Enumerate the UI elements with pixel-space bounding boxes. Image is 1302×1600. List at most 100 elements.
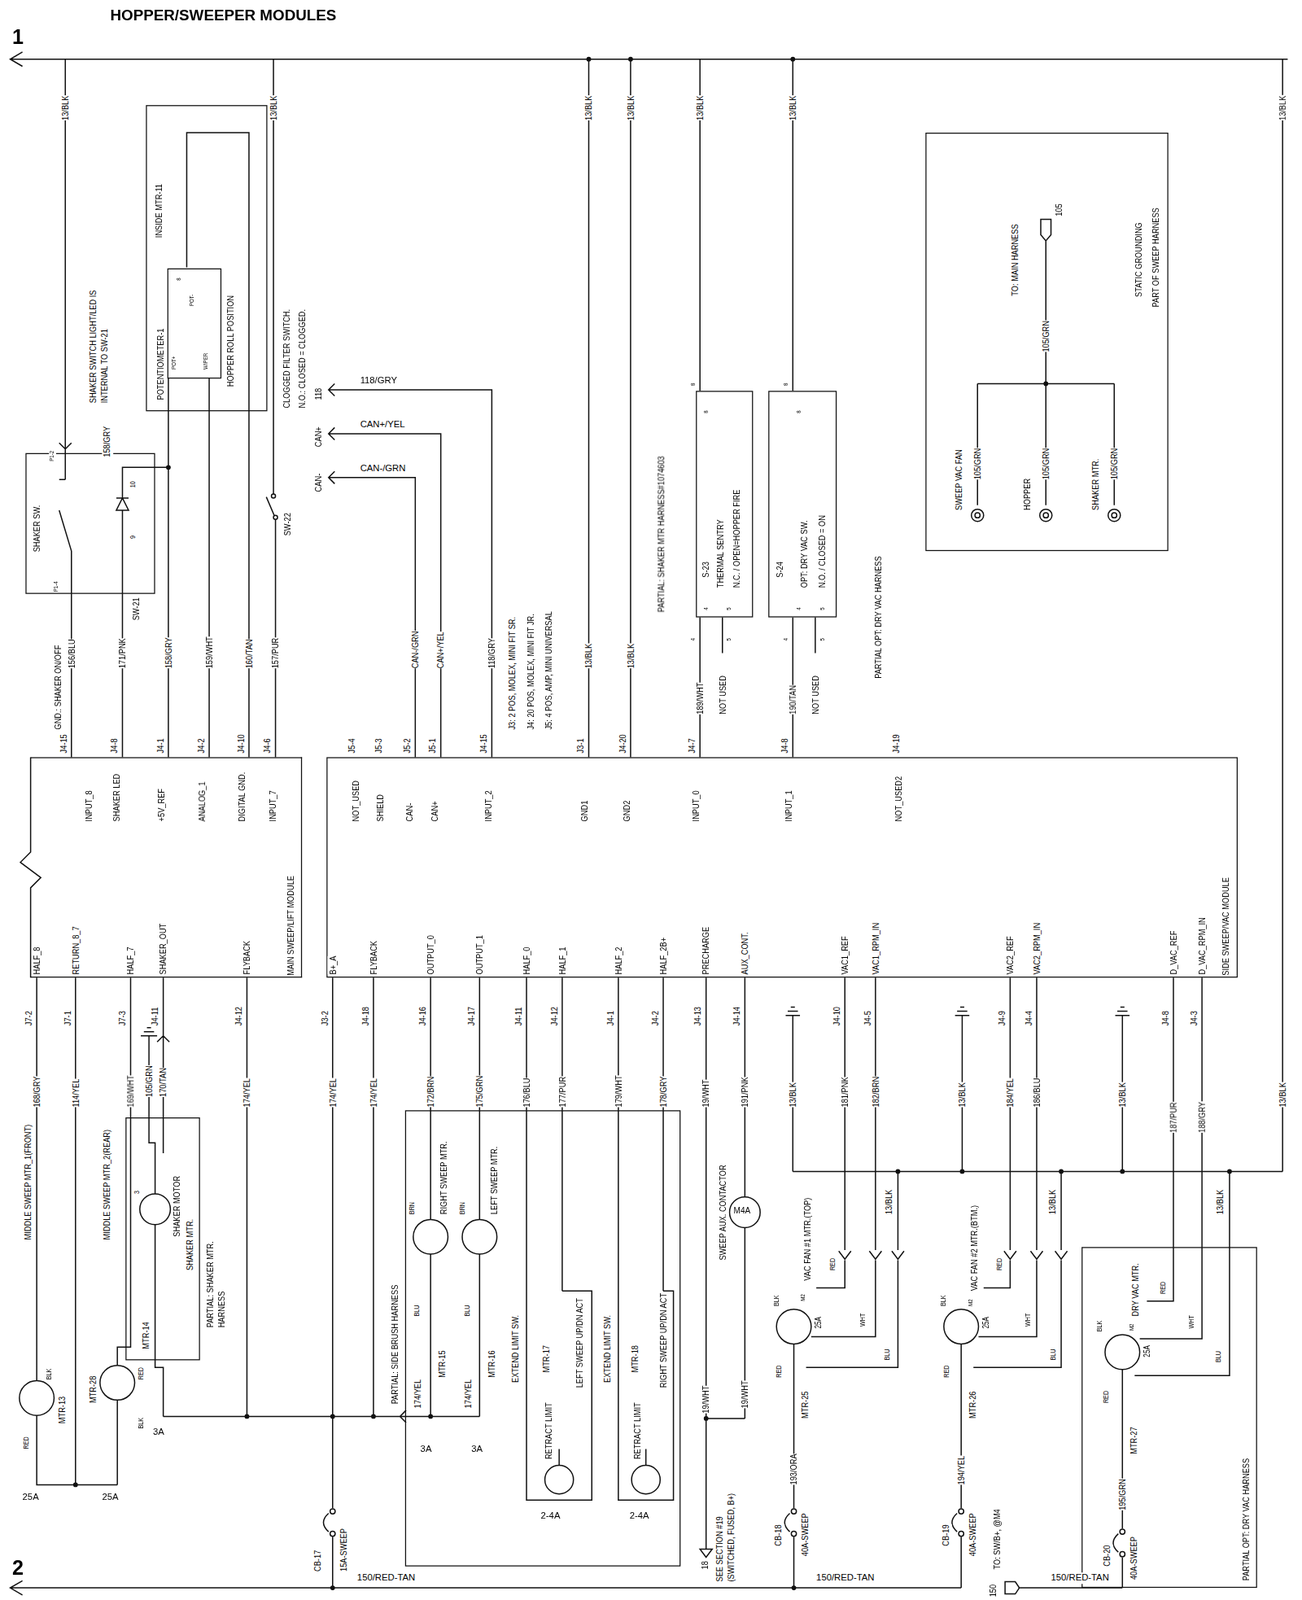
junction-dot [244, 1414, 250, 1420]
schematic-label: MTR-16 [486, 1350, 499, 1377]
wire-label: 187/PUR [1168, 1101, 1180, 1133]
schematic-label: BLU [883, 1348, 893, 1360]
schematic-label: BLU [1048, 1348, 1058, 1360]
junction-dot [586, 56, 592, 62]
schematic-label: J5: 4 POS, AMP, MINI UNIVERSAL [543, 611, 555, 730]
junction-dot [1119, 1169, 1125, 1175]
junction-dots [73, 56, 1233, 1591]
schematic-label: N.O.: CLOSED = CLOGGED. [297, 309, 309, 409]
schematic-label: 4 [795, 607, 804, 610]
schematic-label: 3 [132, 1190, 142, 1194]
schematic-label: 8 [690, 383, 698, 386]
junction-dot [73, 1482, 79, 1488]
breaker-contact [958, 1508, 964, 1514]
node-text: SHAKER SW. [31, 505, 44, 553]
schematic-label: P1-4 [52, 581, 61, 592]
schematic-label: SHAKER_OUT [157, 923, 170, 975]
schematic-label: MTR-25 [799, 1390, 812, 1418]
schematic-label: 160/TAN [244, 638, 256, 669]
schematic-label: DRY VAC MTR. [1130, 1262, 1142, 1316]
schematic-label: BLU [1214, 1350, 1224, 1363]
node-text: PARTIAL: SHAKER MTR. HARNESS [205, 1223, 228, 1329]
schematic-label: RETURN_8_7 [70, 926, 83, 975]
schematic-label: MTR-15 [436, 1350, 449, 1377]
schematic-label: 13/BLK [1214, 1189, 1227, 1215]
schematic-label: RED [1158, 1281, 1168, 1294]
schematic-label: NOT_USED [350, 780, 363, 822]
schematic-label: SWEEP VAC FAN [953, 449, 966, 511]
junction-dot [1043, 381, 1049, 387]
junction-dot [371, 1414, 376, 1420]
schematic-label: 105/GRN [972, 448, 984, 481]
schematic-label: RIGHT SWEEP MTR. [438, 1140, 451, 1215]
schematic-label: BLU [463, 1305, 472, 1317]
schematic-label: 105 [1053, 203, 1066, 216]
schematic-label: INPUT_7 [267, 790, 280, 822]
schematic-label: HALF_2 [613, 947, 625, 975]
breaker-contact [958, 1530, 964, 1536]
schematic-label: EXTEND LIMIT SW. [602, 1315, 614, 1383]
schematic-label: D_VAC_RPM_IN [1197, 917, 1209, 975]
schematic-label: CAN- [313, 473, 325, 493]
motor-symbol [1105, 1334, 1141, 1370]
schematic-label: 40A-SWEEP [1128, 1536, 1141, 1580]
schematic-label: 5 [725, 607, 734, 610]
schematic-label: PARTIAL: SHAKER MTR HARNESS#1074603 [655, 455, 668, 612]
schematic-label: J4-1 [155, 738, 167, 753]
schematic-label: NOT_USED2 [893, 776, 905, 822]
schematic-label: SHIELD [375, 794, 387, 822]
junction-dot [428, 1414, 433, 1420]
schematic-label: OUTPUT_0 [425, 934, 437, 975]
schematic-label: 174/YEL [368, 1078, 381, 1108]
schematic-label: 5 [725, 637, 734, 641]
schematic-label: POT+ [170, 356, 178, 370]
schematic-label: CAN+ [313, 426, 325, 447]
breaker-contact [790, 1508, 796, 1514]
node-text: STATIC GROUNDING [1133, 222, 1145, 298]
schematic-label: J4-12 [549, 1006, 561, 1026]
junction-dot [1058, 1169, 1064, 1175]
schematic-label: 25A [101, 1491, 118, 1503]
junction-dot [895, 1169, 901, 1175]
schematic-label: SHAKER SWITCH LIGHT/LED IS INTERNAL TO S… [87, 283, 110, 403]
schematic-label: J4-8 [779, 738, 791, 753]
schematic-label: 168/GRY [31, 1076, 44, 1108]
motor-symbol [776, 1309, 812, 1345]
schematic-label: MTR-17 [541, 1345, 553, 1372]
schematic-label: VAC2_REF [1004, 935, 1017, 975]
wire-label: 188/GRY [1197, 1101, 1209, 1133]
ring-terminal [1111, 512, 1117, 518]
schematic-label: 105/GRN [1109, 448, 1121, 481]
schematic-label: 158/GRY [163, 637, 175, 669]
schematic-label: 1 [12, 24, 24, 49]
schematic-label: HOPPER [1022, 478, 1034, 511]
schematic-label: 9 [128, 535, 138, 539]
schematic-label: J4-20 [617, 734, 630, 753]
schematic-label: 10 [128, 480, 138, 488]
schematic-label: J4-8 [109, 738, 121, 753]
schematic-label: RED [1101, 1390, 1111, 1403]
schematic-label: 13/BLK [625, 96, 638, 121]
schematic-label: 13/BLK [60, 96, 72, 121]
schematic-label: HALF_2B+ [658, 937, 670, 975]
schematic-label: VAC2_RPM_IN [1031, 922, 1044, 975]
schematic-label: 8 [795, 410, 804, 413]
schematic-label: 182/BRN [870, 1076, 883, 1108]
switch-contact [271, 493, 276, 499]
schematic-label: SW-21 [130, 597, 142, 621]
schematic-label: 19/WHT [739, 1380, 752, 1408]
schematic-label: 19/WHT [700, 1385, 713, 1414]
schematic-label: RETRACT LIMIT [543, 1402, 555, 1460]
motor-symbol [545, 1465, 574, 1495]
breaker-contact [330, 1530, 336, 1536]
schematic-label: CB-17 [312, 1550, 324, 1572]
node-text: INSIDE MTR-11 [153, 183, 166, 238]
schematic-label: J4-1 [605, 1010, 617, 1026]
motor-symbols [19, 493, 1141, 1557]
schematic-label: HALF_8 [31, 947, 44, 975]
schematic-label: 25A [814, 1316, 825, 1329]
schematic-label: SHAKER MOTOR [171, 1175, 184, 1237]
schematic-label: 25A [22, 1491, 40, 1503]
schematic-label: J4-10 [235, 734, 248, 753]
wire-label: 176/BLU [521, 1077, 534, 1107]
